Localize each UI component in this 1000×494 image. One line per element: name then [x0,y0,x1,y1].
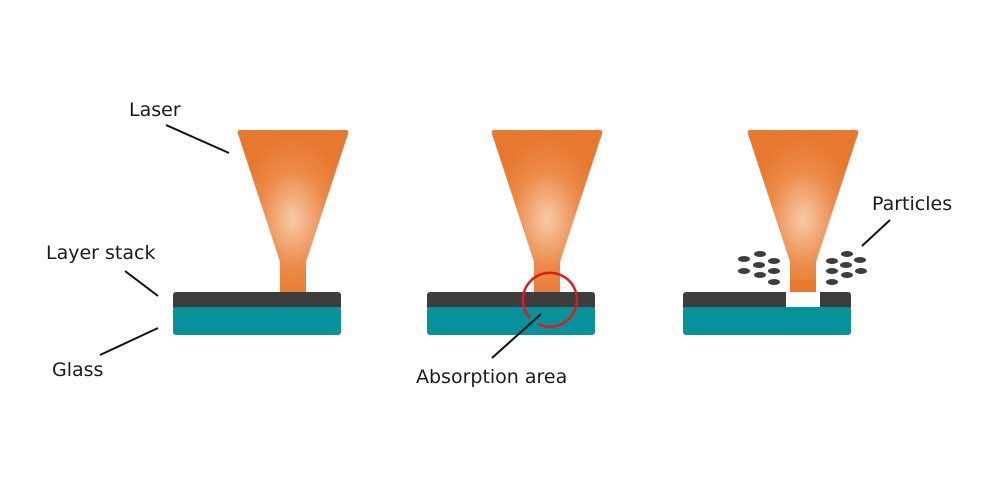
absorption-area-label: Absorption area [416,366,568,388]
particle [754,272,766,278]
particles-label: Particles [872,193,953,215]
laser-beam-neck [790,280,816,292]
particle [754,251,766,257]
particle [855,268,867,274]
layer-stack [427,292,595,310]
particle [841,251,853,257]
panel-3 [683,130,891,335]
laser-beam [747,130,859,292]
glass-leader-line [99,327,159,356]
glass-label: Glass [52,359,104,381]
layer-stack-leader-line [124,270,159,297]
ablated-gap [786,292,820,307]
particles-leader-line [861,219,891,247]
glass-substrate [683,307,851,335]
laser-label: Laser [129,99,181,121]
particle [768,279,780,285]
particle [738,256,750,262]
laser-beam [491,130,603,292]
laser-leader-line [165,124,230,154]
panel-1 [99,124,349,356]
absorption-highlight-circle [521,271,579,329]
glass-substrate [173,307,341,335]
particle [738,268,750,274]
particle [826,258,838,264]
particle [826,279,838,285]
layer-stack-label: Layer stack [46,242,156,264]
particle [753,262,765,268]
panel-2 [427,130,603,359]
particle [768,268,780,274]
particles-cluster [738,251,867,285]
particle [826,268,838,274]
particle [840,262,852,268]
glass-substrate [427,307,595,335]
particle [768,258,780,264]
laser-beam [237,130,349,292]
particle [841,272,853,278]
particle [854,257,866,263]
layer-stack [173,292,341,310]
absorption-leader-line [491,313,542,359]
